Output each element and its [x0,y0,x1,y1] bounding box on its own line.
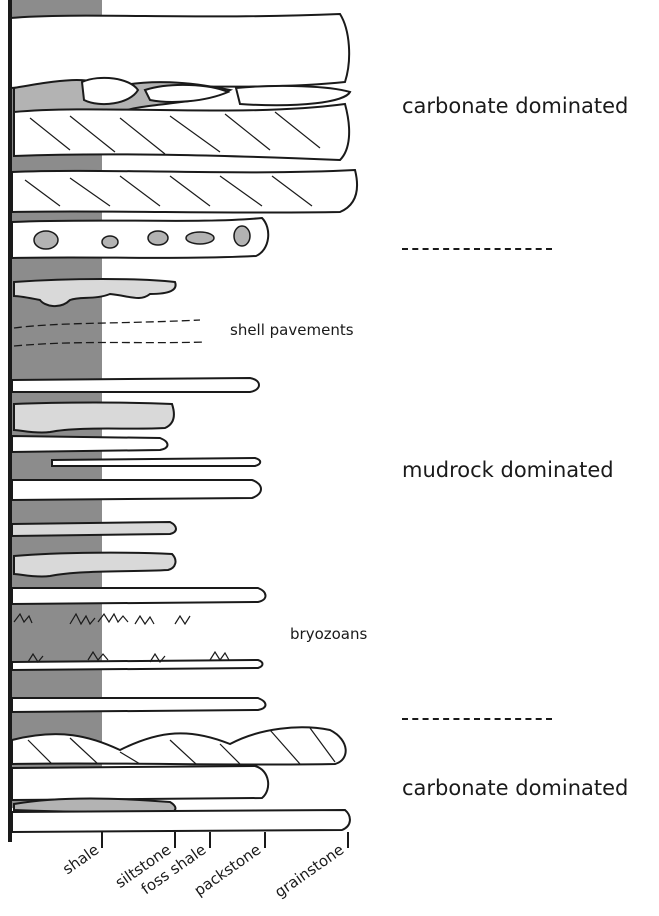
packstone-lens [14,403,174,433]
interval-boundary-dashed-upper [402,248,552,250]
grainstone-bed [10,14,349,88]
interval-label-lower-carbonate: carbonate dominated [402,776,628,800]
annotation-shell-pavements: shell pavements [230,321,354,339]
nodule [145,85,228,102]
thin-bed [12,436,168,452]
cross-bedded-packstone [14,104,349,160]
thin-bed [12,480,261,500]
interval-boundary-dashed-lower [402,718,552,720]
thin-bed [12,588,266,604]
thin-bed [52,458,260,466]
interval-label-upper-carbonate: carbonate dominated [402,94,628,118]
interval-label-mudrock: mudrock dominated [402,458,614,482]
grainstone-bed [12,810,350,832]
axis-label-shale: shale [59,841,102,879]
packstone-bed [12,766,268,800]
packstone-lens [12,522,176,536]
annotation-bryozoans: bryozoans [290,625,367,643]
thin-bed [12,660,263,670]
axis-label-grainstone: grainstone [271,841,347,902]
packstone-lens [14,553,175,577]
cross-bedded-grainstone [12,170,357,213]
nodule [236,86,350,105]
thin-bed [12,698,266,712]
grain-size-ticks [102,832,348,848]
thin-bed [12,378,259,392]
